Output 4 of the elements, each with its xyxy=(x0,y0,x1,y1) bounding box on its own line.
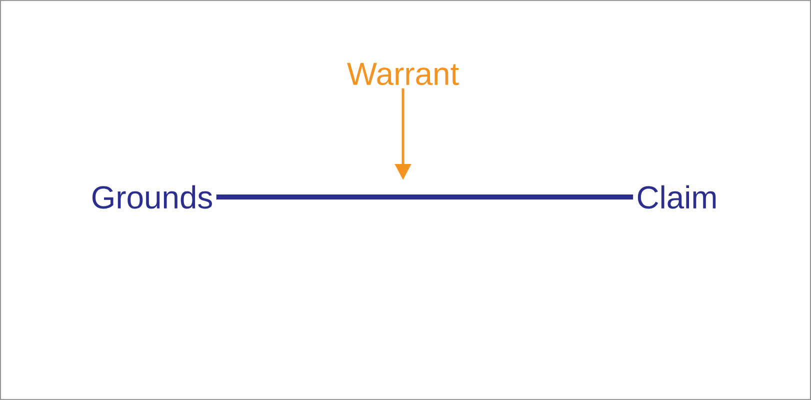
label-text: Warrant xyxy=(347,62,459,86)
label-text: Claim xyxy=(638,185,716,209)
connector-line xyxy=(216,194,634,200)
label-text: Grounds xyxy=(92,185,212,209)
